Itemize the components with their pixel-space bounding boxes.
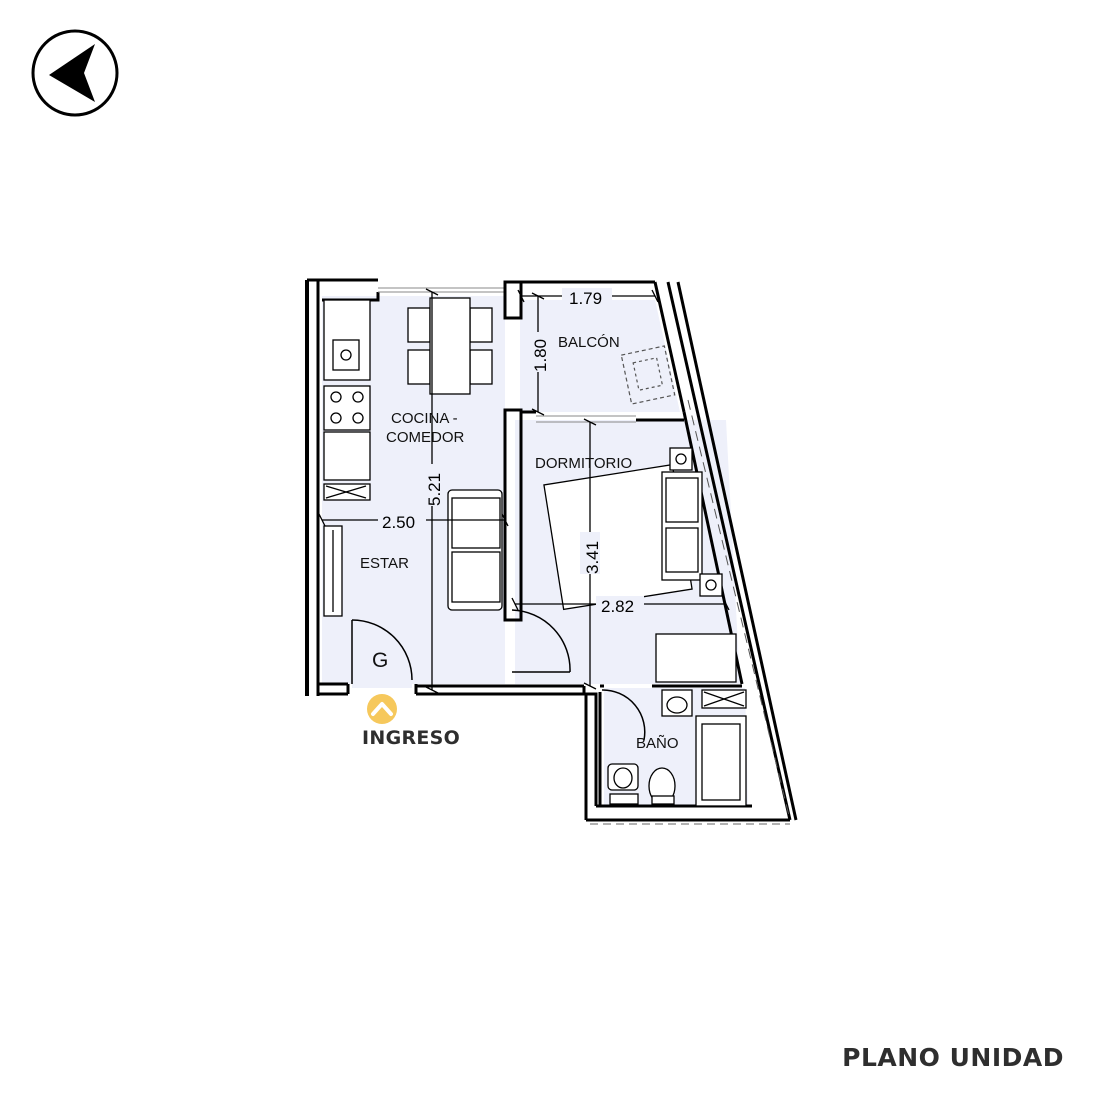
- room-label-balcon: BALCÓN: [558, 334, 620, 351]
- entrance-chevron-icon: [367, 694, 397, 724]
- sofa: [447, 489, 503, 611]
- plan-title: PLANO UNIDAD: [842, 1043, 1064, 1072]
- room-label-dormitorio: DORMITORIO: [535, 455, 632, 472]
- balcon-depth-dim: 1.80: [531, 339, 550, 372]
- dormitorio-width-dim: 2.82: [601, 597, 634, 616]
- room-label-cocina: COCINA -: [391, 410, 458, 427]
- walls: [305, 278, 798, 825]
- bathroom-fixtures: [607, 633, 747, 807]
- kitchen-furniture: [323, 299, 371, 501]
- wall-shelf: [323, 525, 343, 617]
- room-label-bano: BAÑO: [636, 735, 679, 752]
- estar-width-dim: 2.50: [382, 513, 415, 532]
- doors: [351, 609, 646, 741]
- room-label-estar: ESTAR: [360, 555, 409, 572]
- balcon-width-dim: 1.79: [569, 289, 602, 308]
- dormitorio-length-dim: 3.41: [583, 541, 602, 574]
- entrance-label: INGRESO: [362, 727, 461, 749]
- cocina-length-dim: 5.21: [425, 473, 444, 506]
- dining-table: [407, 297, 493, 395]
- north-arrow-icon: [31, 29, 119, 117]
- balcony-chair: [620, 345, 676, 405]
- room-label-comedor: COMEDOR: [386, 429, 465, 446]
- garage-mark: G: [372, 649, 388, 672]
